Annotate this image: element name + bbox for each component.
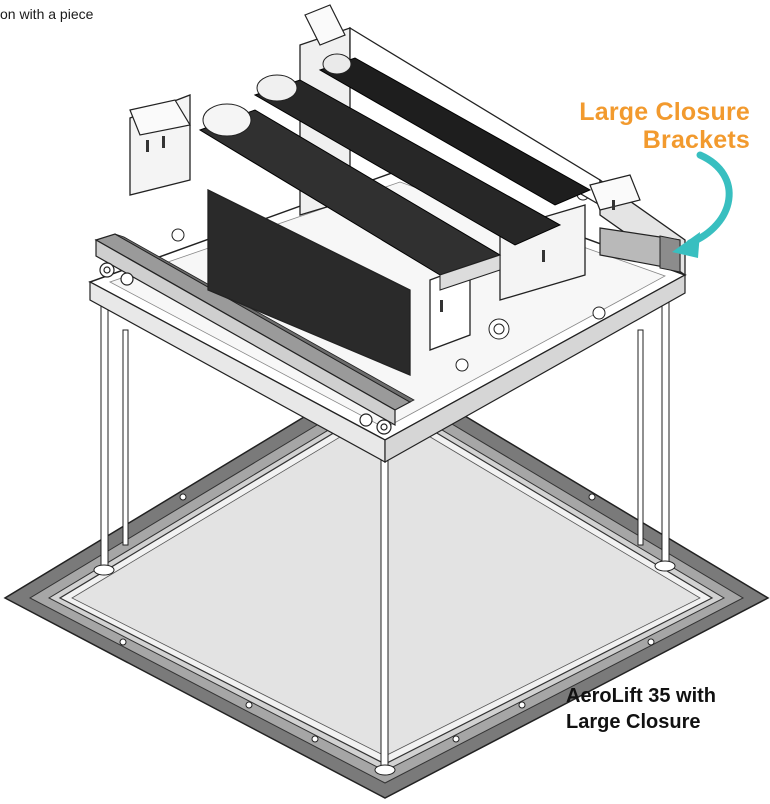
roller-middle <box>253 74 562 246</box>
angle-rail <box>94 233 415 435</box>
callout-arrow <box>672 151 733 258</box>
header-text-fragment: on with a piece <box>0 6 94 22</box>
callout-line-2: Brackets <box>642 126 750 154</box>
large-closure-bracket <box>599 227 681 273</box>
callout-label: Large Closure Brackets <box>560 98 750 154</box>
caption-line-1: AeroLift 35 with <box>566 685 717 707</box>
callout-line-1: Large Closure <box>579 98 750 126</box>
support-rods <box>93 279 676 776</box>
top-brackets <box>129 4 641 312</box>
caption-line-2: Large Closure <box>566 711 701 733</box>
product-caption: AeroLift 35 with Large Closure <box>566 683 716 735</box>
roller-front <box>198 103 502 291</box>
roller-rear <box>318 53 592 206</box>
